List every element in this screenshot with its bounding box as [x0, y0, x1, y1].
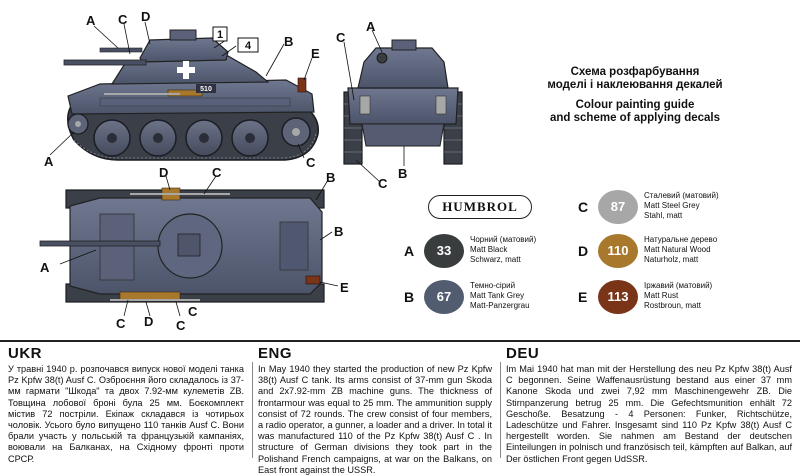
paint-letter: E — [578, 289, 588, 305]
paint-name-ukr: Темно-сірий — [470, 281, 516, 290]
side-callout-d: D — [141, 9, 150, 24]
side-callout-c: C — [118, 12, 128, 27]
column-rule — [252, 362, 253, 458]
paint-swatch: 113 — [598, 280, 638, 314]
humbrol-brand-badge: HUMBROL — [428, 195, 532, 219]
decal-box-4: 4 — [245, 40, 252, 52]
top-callout-d: D — [159, 165, 168, 180]
rear-callout-a: A — [366, 19, 376, 34]
heading-deu: DEU — [506, 345, 540, 362]
paint-name-deu: Matt-Panzergrau — [470, 301, 530, 310]
heading-eng: ENG — [258, 345, 293, 362]
rear-callout-c: C — [336, 30, 346, 45]
paint-swatch: 87 — [598, 190, 638, 224]
tank-side-view: 510 A C D — [44, 9, 320, 170]
guide-title-ukr-1: Схема розфарбування — [570, 66, 700, 78]
top-callout-e: E — [340, 280, 349, 295]
paint-swatch: 33 — [424, 234, 464, 268]
paint-name-eng: Matt Tank Grey — [470, 291, 525, 300]
top-callout-c-3: C — [176, 318, 186, 333]
paint-letter: A — [404, 243, 415, 259]
paint-name-eng: Matt Black — [470, 245, 508, 254]
decal-box-1: 1 — [217, 29, 223, 41]
rear-callout-c-2: C — [378, 176, 388, 191]
top-callout-d-2: D — [144, 314, 153, 329]
turret-number: 510 — [200, 86, 212, 93]
heading-ukr: UKR — [8, 345, 42, 362]
paint-name-deu: Rostbroun, matt — [644, 301, 701, 310]
paint-name-deu: Naturholz, matt — [644, 255, 699, 264]
top-callout-a: A — [40, 260, 50, 275]
paint-name-ukr: Іржавий (матовий) — [644, 281, 713, 290]
paint-name-ukr: Сталевий (матовий) — [644, 191, 719, 200]
guide-title-ukr-2: моделі і наклеювання декалей — [547, 79, 723, 91]
paint-letter: B — [404, 289, 415, 305]
paint-name-ukr: Натуральне дерево — [644, 235, 718, 244]
paint-swatch: 67 — [424, 280, 464, 314]
guide-title-eng-1: Colour painting guide — [575, 99, 695, 111]
top-callout-c-2: C — [116, 316, 126, 331]
paint-swatch: 110 — [598, 234, 638, 268]
paint-letter: D — [578, 243, 589, 259]
column-rule — [500, 362, 501, 458]
text-eng: In May 1940 they started the production … — [258, 364, 492, 475]
paint-name-eng: Matt Steel Grey — [644, 201, 700, 210]
paint-name-deu: Schwarz, matt — [470, 255, 521, 264]
side-callout-c-2: C — [306, 155, 316, 170]
side-callout-a: A — [86, 13, 96, 28]
paint-name-deu: Stahl, matt — [644, 211, 683, 220]
top-callout-c: C — [212, 165, 222, 180]
guide-title-eng-2: and scheme of applying decals — [550, 112, 720, 124]
section-divider — [0, 340, 800, 342]
text-ukr: У травні 1940 р. розпочався випуск нової… — [8, 364, 244, 464]
side-callout-a-2: A — [44, 154, 54, 169]
top-callout-c-4: C — [188, 304, 198, 319]
paint-name-eng: Matt Rust — [644, 291, 679, 300]
tank-drawings: 510 A C D — [39, 9, 463, 333]
tank-rear-view: A C C B — [336, 19, 463, 191]
colour-guide-title: Схема розфарбування моделі і наклеювання… — [530, 66, 740, 125]
paint-name-eng: Matt Natural Wood — [644, 245, 711, 254]
tank-top-view: D C B A B E C D C C — [39, 165, 349, 333]
rear-callout-b: B — [398, 166, 407, 181]
road-wheels — [67, 113, 311, 157]
paint-name-ukr: Чорний (матовий) — [470, 235, 537, 244]
paint-letter: C — [578, 199, 589, 215]
top-callout-b: B — [326, 170, 335, 185]
top-callout-b-2: B — [334, 224, 343, 239]
text-deu: Im Mai 1940 hat man mit der Herstellung … — [506, 364, 792, 464]
side-callout-b: B — [284, 34, 293, 49]
side-callout-e: E — [311, 46, 320, 61]
